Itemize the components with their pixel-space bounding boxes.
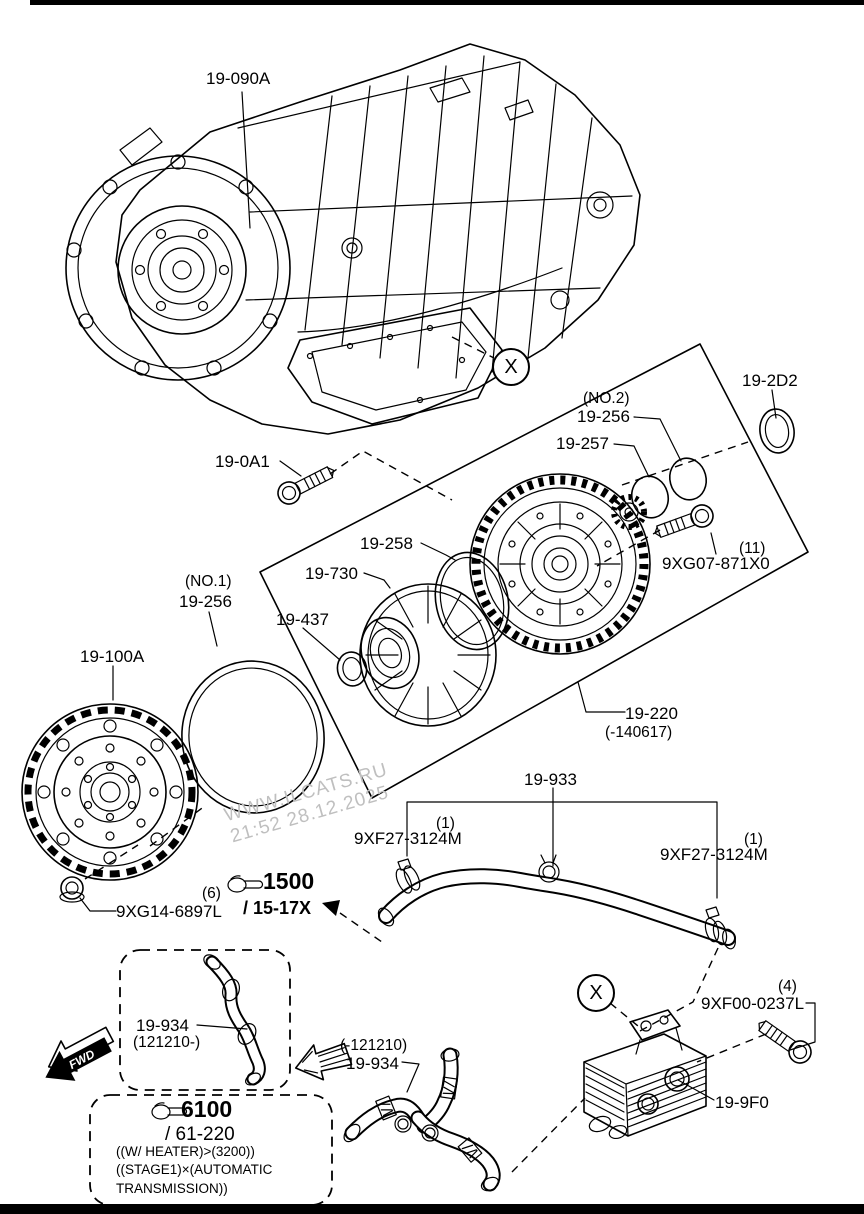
label-water-hose-early-range: (-121210) [340, 1037, 408, 1054]
label-nut-qty: (6) [202, 885, 221, 902]
label-oring-2d2: 19-2D2 [742, 371, 798, 390]
bolt-871x0-drawing [650, 501, 717, 545]
label-oil-cooler: 19-9F0 [715, 1093, 769, 1112]
label-clamp-left: 9XF27-3124M [354, 829, 462, 848]
dashed-box-late [119, 949, 291, 1091]
label-ref-radiator-section: / 61-220 [165, 1124, 235, 1145]
cooler-hose-drawing [377, 854, 736, 950]
label-ref-radiator-note3: TRANSMISSION)) [116, 1181, 228, 1196]
bolt-0237l-drawing [751, 1013, 817, 1069]
label-oring-256-no1: 19-256 [179, 592, 232, 611]
label-ref-radiator-code: 6100 [181, 1096, 233, 1122]
label-oil-pump-range: (-140617) [605, 724, 673, 741]
label-seal-257: 19-257 [556, 434, 609, 453]
x-marker-letter: X [589, 981, 603, 1004]
leader-lines [79, 91, 816, 1101]
label-stator-730: 19-730 [305, 564, 358, 583]
label-oring-258: 19-258 [360, 534, 413, 553]
hose-clamp-right [704, 906, 728, 946]
label-water-hose-early: 19-934 [346, 1054, 399, 1073]
label-torque-converter: 19-100A [80, 647, 145, 666]
label-nut: 9XG14-6897L [116, 902, 222, 921]
oring-256-no1-drawing [181, 660, 325, 814]
label-no1-note: (NO.1) [185, 573, 232, 590]
x-marker-letter: X [504, 355, 518, 378]
label-water-hose-late: 19-934 [136, 1016, 189, 1035]
oring-2d2-drawing [759, 408, 795, 454]
page-border-bottom [0, 1204, 864, 1214]
oring-258-drawing [434, 551, 510, 651]
label-ref-radiator-note1: ((W/ HEATER)>(3200)) [116, 1144, 255, 1159]
label-no2-note: (NO.2) [583, 390, 630, 407]
label-water-hose-late-range: (121210-) [133, 1034, 201, 1051]
label-bolt-871x0: 9XG07-871X0 [662, 554, 770, 573]
clutch-drum-drawing [469, 473, 651, 655]
water-hose-early-drawing [343, 1047, 501, 1192]
page-border-top [30, 0, 864, 5]
label-cooler-hose: 19-933 [524, 770, 577, 789]
dashed-box-early-ref [89, 1094, 333, 1206]
label-bolt-871x0-qty: (11) [739, 540, 766, 557]
label-bolt-0237l: 9XF00-0237L [701, 994, 805, 1013]
x-marker: X [492, 348, 530, 386]
label-bolt-0237l-qty: (4) [778, 978, 797, 995]
striped-arrow-icon [294, 1042, 353, 1081]
water-hose-late-drawing [203, 954, 266, 1086]
label-ref-radiator-note2: ((STAGE1)×(AUTOMATIC [116, 1162, 273, 1177]
label-clamp-right-qty: (1) [744, 831, 763, 848]
assembly-box [259, 343, 809, 799]
label-transmission: 19-090A [206, 69, 271, 88]
torque-converter-drawing [21, 703, 199, 881]
label-oil-pump: 19-220 [625, 704, 678, 723]
transmission-drawing [65, 43, 641, 435]
oring-256-no2-drawing [668, 457, 708, 501]
label-ref-engine-section: / 15-17X [243, 898, 312, 918]
seal-437-drawing [336, 651, 368, 687]
label-bolt-0a1: 19-0A1 [215, 452, 270, 471]
seal-257-drawing [630, 475, 670, 519]
nut-drawing [59, 876, 85, 903]
pointing-hand-icon [227, 875, 264, 893]
x-marker: X [577, 974, 615, 1012]
label-oring-256-no2: 19-256 [577, 407, 630, 426]
fwd-arrow-icon: FWD [45, 1026, 115, 1081]
bolt-0a1-drawing [273, 459, 340, 509]
label-ref-engine-code: 1500 [263, 868, 315, 894]
stator-730-drawing [359, 583, 497, 727]
label-clamp-left-qty: (1) [436, 815, 455, 832]
label-seal-437: 19-437 [276, 610, 329, 629]
label-clamp-right: 9XF27-3124M [660, 845, 768, 864]
oil-cooler-drawing [583, 1009, 707, 1140]
hose-clamp-left [395, 858, 421, 894]
